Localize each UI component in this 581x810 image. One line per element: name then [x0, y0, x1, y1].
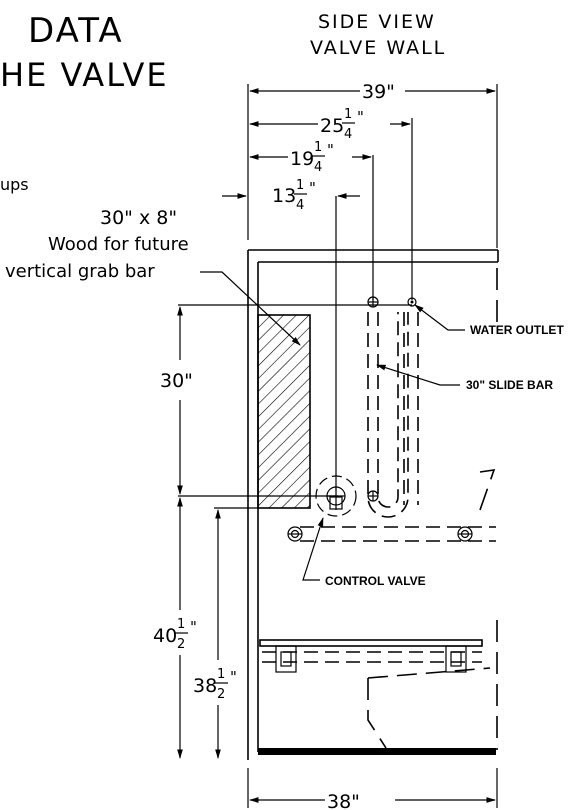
slide-bar-label: 30" SLIDE BAR — [466, 378, 553, 392]
title-line-2: HE VALVE — [0, 56, 169, 94]
water-outlet-leader — [414, 304, 465, 331]
slide-bar-mount-bottom — [367, 490, 379, 502]
svg-text:4: 4 — [296, 198, 304, 213]
svg-text:4: 4 — [314, 160, 322, 175]
title-partial-text: ups — [0, 175, 29, 194]
svg-text:": " — [309, 179, 316, 197]
water-outlet-label: WATER OUTLET — [470, 323, 564, 337]
shower-seat — [259, 639, 483, 673]
dim-19-label: 19 1 4 " — [290, 140, 334, 175]
svg-text:19: 19 — [290, 148, 314, 170]
svg-text:25: 25 — [320, 115, 344, 137]
title-line-1: DATA — [28, 11, 124, 51]
svg-text:": " — [190, 618, 197, 636]
curtain-edge-upper — [479, 469, 496, 511]
svg-text:13: 13 — [272, 185, 296, 207]
seat-support-lower — [367, 678, 387, 749]
dim-38-label: 38" — [327, 791, 360, 810]
control-valve-symbol — [315, 475, 357, 517]
dim-30-label: 30" — [160, 370, 193, 392]
svg-text:40: 40 — [153, 625, 177, 647]
svg-text:4: 4 — [344, 127, 352, 142]
svg-text:1: 1 — [177, 617, 185, 632]
floor-base — [258, 748, 496, 755]
svg-text:1: 1 — [344, 107, 352, 122]
svg-text:": " — [230, 668, 237, 686]
slide-bar-dashed — [367, 312, 419, 518]
dim-38-half-label: 38 1 2 " — [193, 667, 237, 702]
svg-text:2: 2 — [177, 637, 185, 652]
svg-text:2: 2 — [217, 687, 225, 702]
wood-note-line-3: vertical grab bar — [5, 261, 155, 282]
seat-support-line — [367, 667, 491, 679]
control-valve-leader — [302, 517, 324, 581]
water-outlet-symbol — [407, 297, 417, 307]
wood-note-line-2: Wood for future — [48, 234, 189, 255]
view-title-line-2: VALVE WALL — [310, 37, 446, 59]
dim-25-label: 25 1 4 " — [320, 107, 364, 142]
control-valve-label: CONTROL VALVE — [325, 574, 426, 588]
dim-13-label: 13 1 4 " — [272, 178, 316, 213]
dim-39-label: 39" — [362, 81, 395, 103]
svg-text:1: 1 — [314, 140, 322, 155]
slide-bar-mount-top — [367, 296, 379, 308]
svg-text:": " — [357, 108, 364, 126]
wood-blocking-hatched — [257, 314, 311, 509]
dim-40-label: 40 1 2 " — [153, 617, 197, 652]
wood-note-line-1: 30" x 8" — [100, 207, 177, 229]
svg-text:1: 1 — [217, 667, 225, 682]
svg-text:38: 38 — [193, 675, 217, 697]
svg-text:1: 1 — [296, 178, 304, 193]
svg-text:": " — [327, 141, 334, 159]
view-title-line-1: SIDE VIEW — [318, 11, 436, 33]
slide-bar-leader — [376, 364, 460, 386]
horizontal-grab-bar-dashed — [287, 526, 496, 542]
